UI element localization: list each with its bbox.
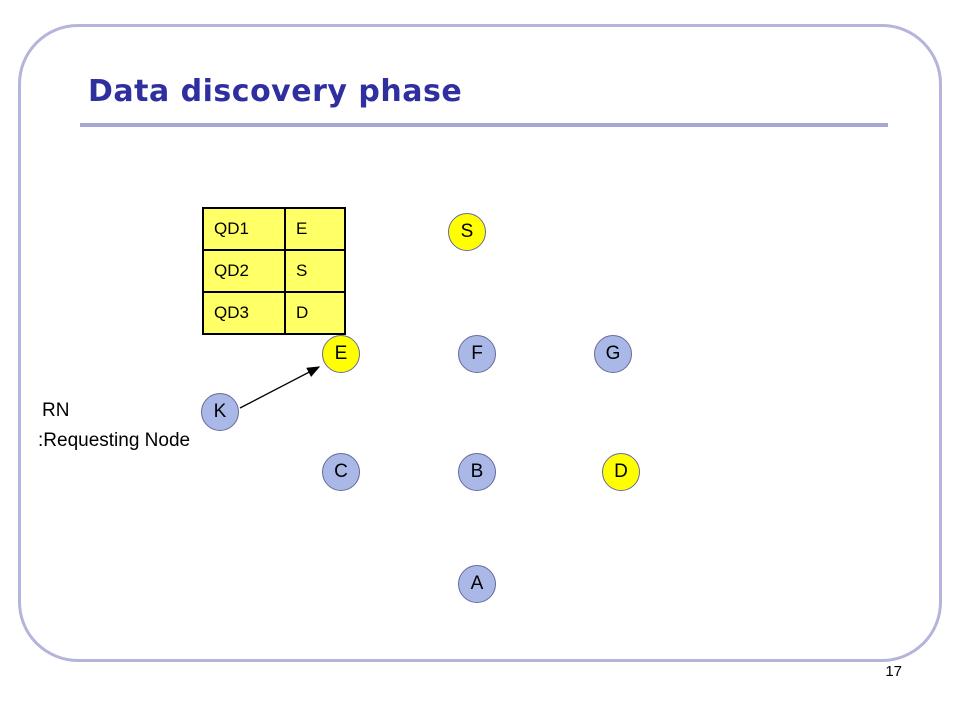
query-cell: QD2 <box>202 249 286 293</box>
table-row: QD2 S <box>202 249 346 293</box>
node-cell: E <box>284 207 346 251</box>
annotation-rn: RN <box>42 400 70 421</box>
annotation-requesting-node: :Requesting Node <box>38 430 191 451</box>
page-number: 17 <box>885 663 902 680</box>
query-cell: QD3 <box>202 291 286 335</box>
node-s: S <box>448 213 486 251</box>
table-row: QD3 D <box>202 291 346 335</box>
query-destination-table: QD1 E QD2 S QD3 D <box>202 207 346 335</box>
node-c: C <box>322 453 360 491</box>
node-cell: D <box>284 291 346 335</box>
title-underline <box>80 123 888 127</box>
node-d: D <box>602 453 640 491</box>
node-e: E <box>322 335 360 373</box>
node-k: K <box>201 393 239 431</box>
node-a: A <box>458 565 496 603</box>
query-cell: QD1 <box>202 207 286 251</box>
slide-title: Data discovery phase <box>88 74 463 109</box>
node-g: G <box>594 335 632 373</box>
table-row: QD1 E <box>202 207 346 251</box>
node-b: B <box>458 453 496 491</box>
node-cell: S <box>284 249 346 293</box>
slide-frame <box>18 24 942 662</box>
node-f: F <box>458 335 496 373</box>
edge-k-to-e <box>239 366 321 409</box>
